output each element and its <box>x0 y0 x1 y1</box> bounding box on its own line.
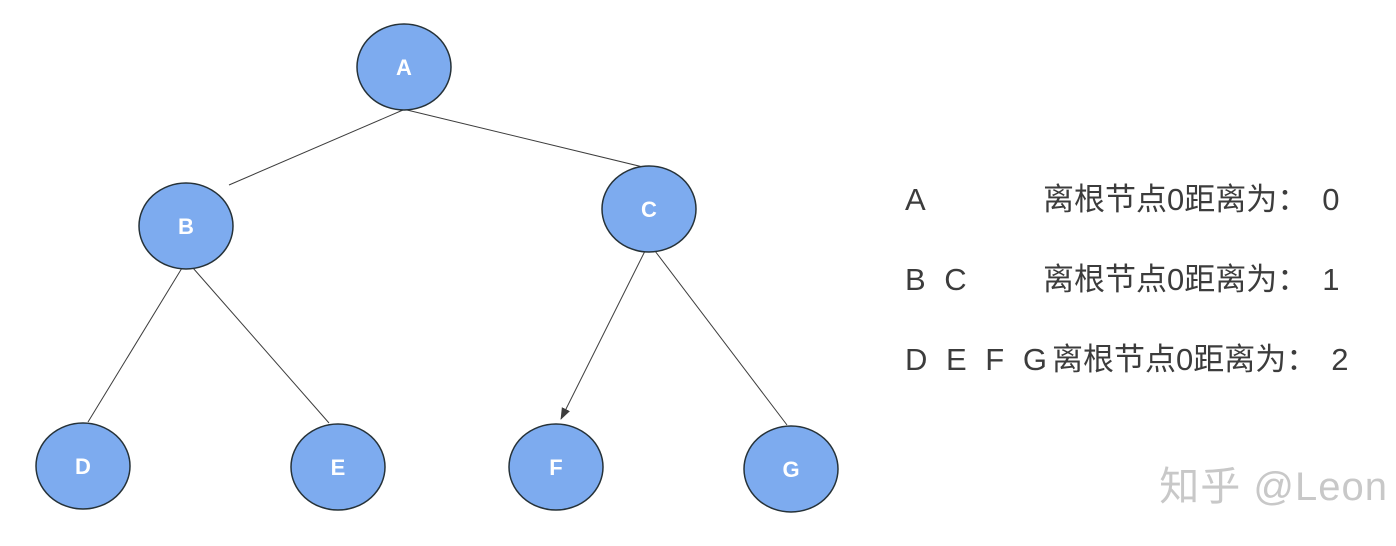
distance-row-2: D E F G 离根节点0距离为： 2 <box>905 338 1348 418</box>
node-label-C: C <box>641 197 657 222</box>
node-ellipse-E <box>290 423 386 511</box>
node-label-G: G <box>782 457 799 482</box>
tree-node-E: E <box>290 423 386 511</box>
distance-text: 离根节点0距离为： <box>1051 342 1318 377</box>
distance-notes: A 离根节点0距离为： 0 B C 离根节点0距离为： 1 D E F G 离根… <box>905 178 1348 418</box>
node-ellipse-B <box>138 182 234 270</box>
distance-value: 0 <box>1322 182 1340 217</box>
distance-value: 2 <box>1331 342 1349 377</box>
edge-A-B <box>228 109 404 186</box>
distance-nodes: A <box>905 182 931 217</box>
edges-layer <box>87 109 788 426</box>
edge-B-D <box>87 267 183 423</box>
edge-A-C <box>406 109 644 168</box>
edge-C-G <box>654 250 788 426</box>
edge-B-E <box>192 267 330 424</box>
tree-node-F: F <box>508 423 604 511</box>
node-label-D: D <box>75 454 91 479</box>
distance-value: 1 <box>1322 262 1340 297</box>
node-label-F: F <box>549 455 562 480</box>
node-ellipse-C <box>601 165 697 253</box>
node-label-B: B <box>178 214 194 239</box>
tree-node-D: D <box>35 422 131 510</box>
node-ellipse-F <box>508 423 604 511</box>
node-ellipse-G <box>743 425 839 513</box>
distance-row-1: B C 离根节点0距离为： 1 <box>905 258 1348 338</box>
watermark: 知乎 @Leon <box>1159 465 1388 509</box>
edge-C-F <box>560 250 646 420</box>
distance-text: 离根节点0距离为： <box>1043 262 1309 297</box>
node-label-E: E <box>331 455 346 480</box>
node-label-A: A <box>396 55 412 80</box>
tree-node-A: A <box>356 23 452 111</box>
distance-row-0: A 离根节点0距离为： 0 <box>905 178 1348 258</box>
node-ellipse-D <box>35 422 131 510</box>
distance-nodes: B C <box>905 262 972 297</box>
tree-diagram: A B C D E F G <box>35 23 839 513</box>
tree-node-C: C <box>601 165 697 253</box>
tree-node-G: G <box>743 425 839 513</box>
distance-nodes: D E F G <box>905 342 1052 377</box>
nodes-layer: A B C D E F G <box>35 23 839 513</box>
tree-node-B: B <box>138 182 234 270</box>
distance-text: 离根节点0距离为： <box>1043 182 1309 217</box>
node-ellipse-A <box>356 23 452 111</box>
